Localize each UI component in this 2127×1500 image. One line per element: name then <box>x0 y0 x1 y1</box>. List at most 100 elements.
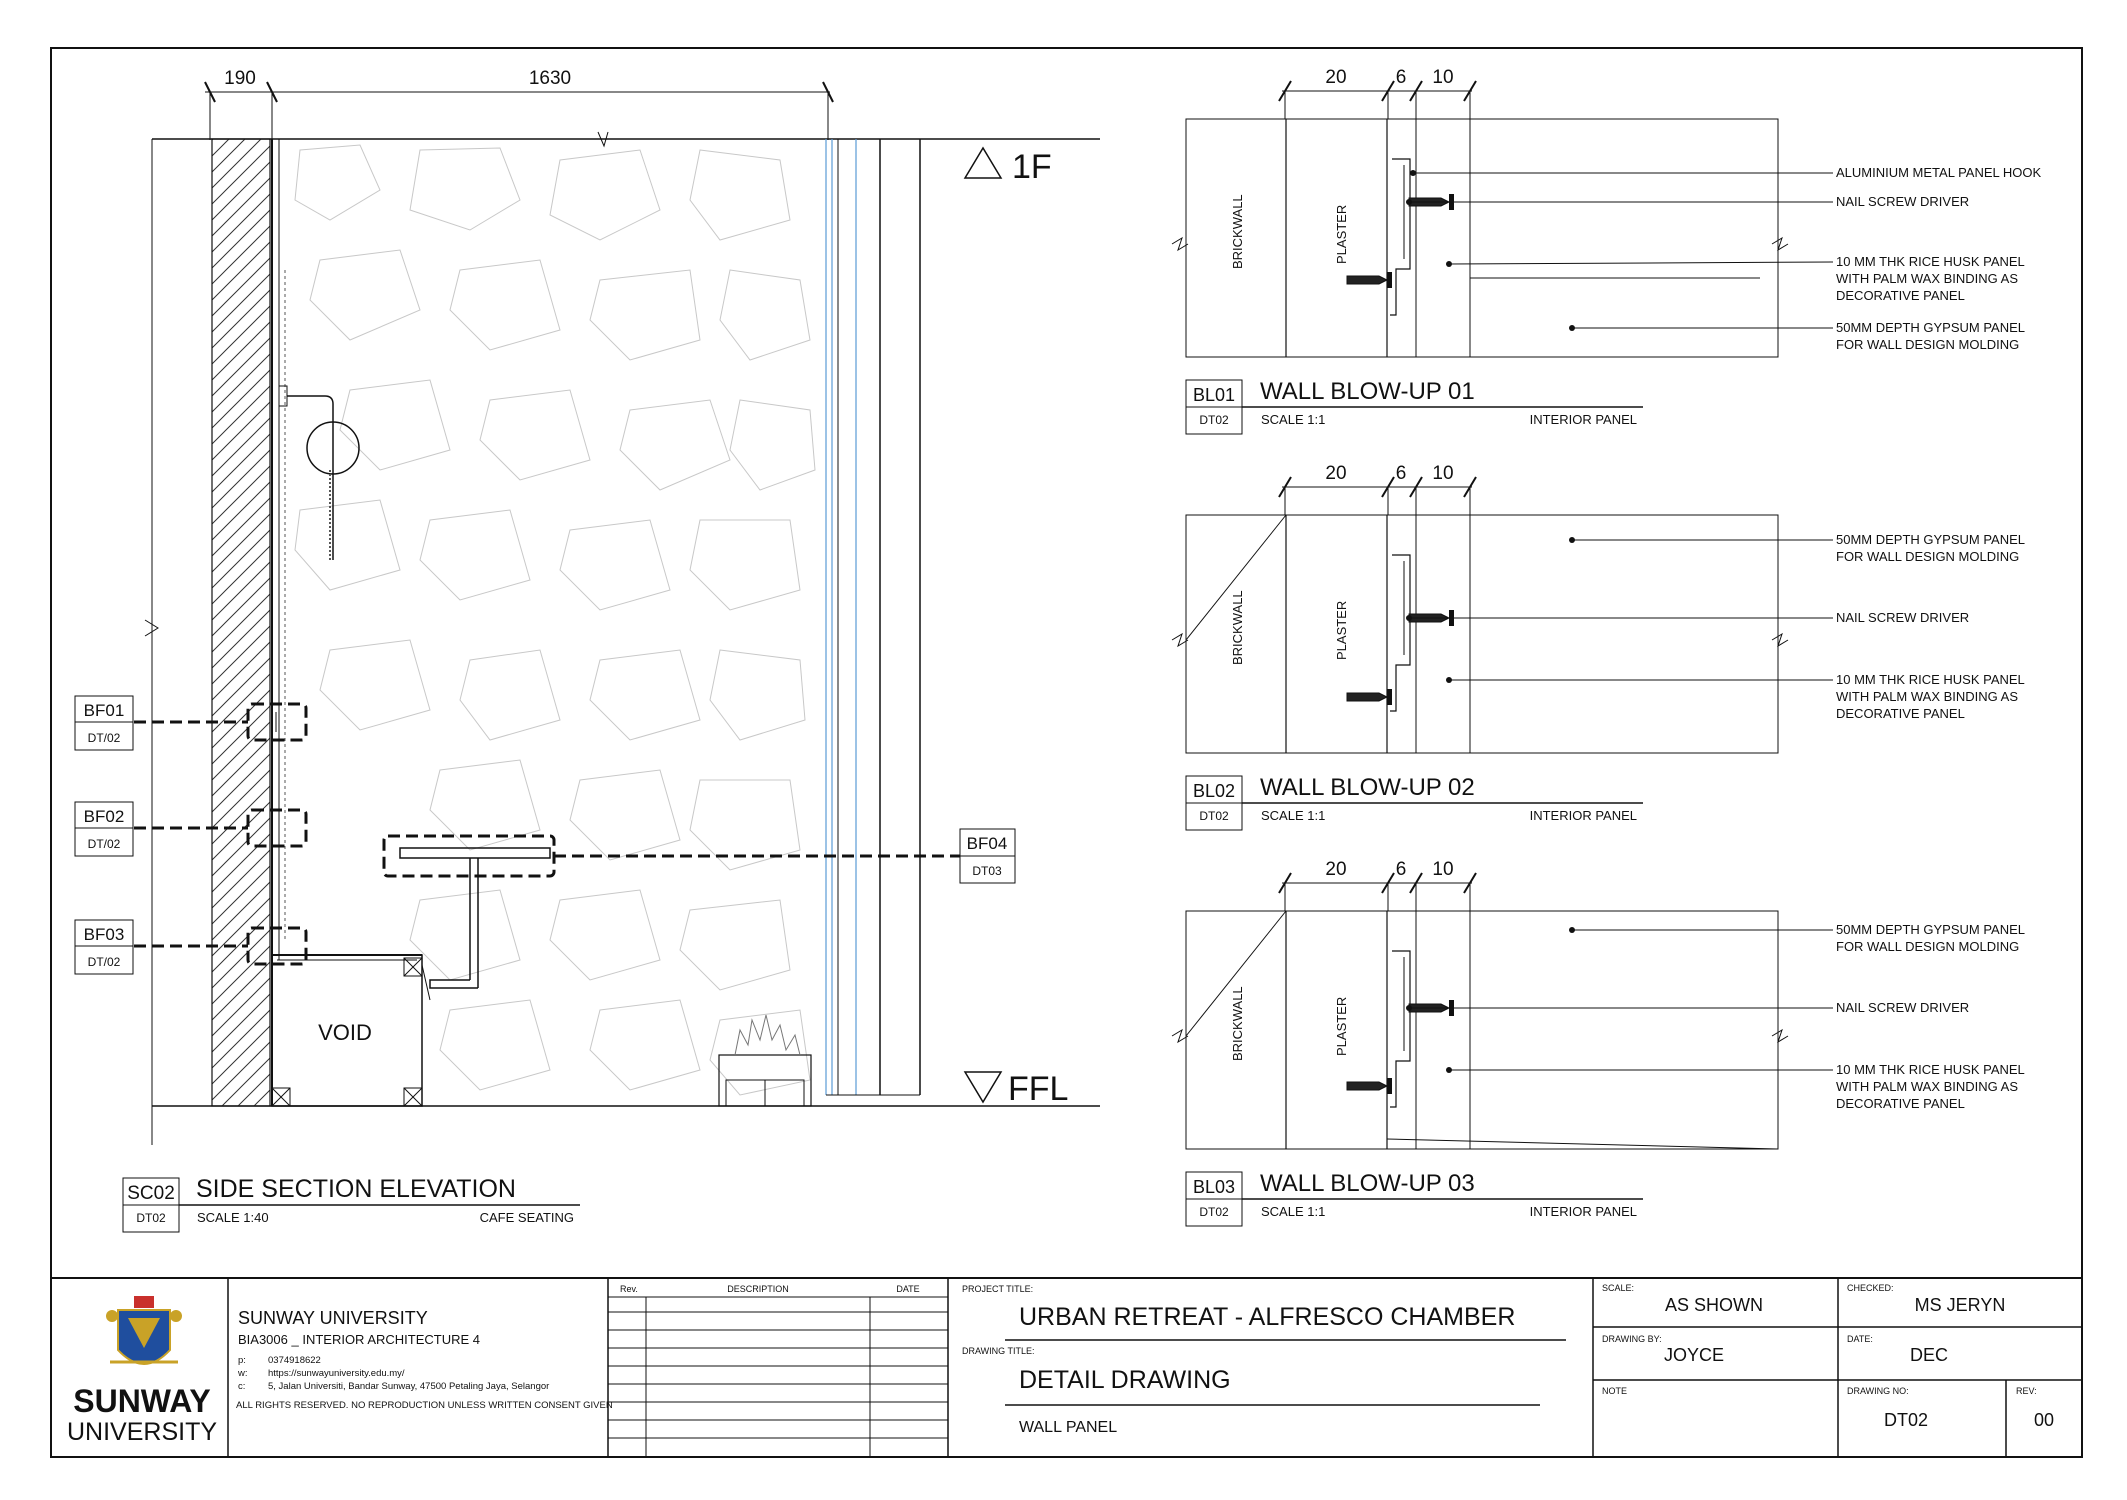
revision-table: Rev. DESCRIPTION DATE <box>608 1284 948 1457</box>
blowup-scale: SCALE 1:1 <box>1261 808 1325 823</box>
callout-bf03-ref: DT/02 <box>88 955 121 969</box>
callout-bf01-ref: DT/02 <box>88 731 121 745</box>
checked-label: CHECKED: <box>1847 1283 1894 1293</box>
callout-bf03-code: BF03 <box>84 925 125 944</box>
callout-bf03: BF03 DT/02 <box>74 919 308 975</box>
callout-bf04-code: BF04 <box>967 834 1008 853</box>
drawing-subtitle: WALL PANEL <box>1019 1419 1117 1436</box>
break-mark <box>1171 632 1189 648</box>
callout-bf04-ref: DT03 <box>972 864 1002 878</box>
blowup-code: BL02 <box>1193 781 1235 801</box>
level-1f: 1F <box>963 146 1052 186</box>
label-plaster: PLASTER <box>1334 205 1349 264</box>
label-brickwall: BRICKWALL <box>1230 590 1245 665</box>
panel-hook <box>1390 554 1411 712</box>
level-ffl-label: FFL <box>1008 1070 1068 1108</box>
floor-slope <box>1386 1138 1779 1150</box>
blowup-frame <box>1185 118 1779 358</box>
blowup-scale: SCALE 1:1 <box>1261 1204 1325 1219</box>
note-text: 50MM DEPTH GYPSUM PANEL <box>1836 922 2025 937</box>
blowup-sheet: DT02 <box>1199 809 1229 823</box>
blowup-context: INTERIOR PANEL <box>1530 808 1637 823</box>
project-title: URBAN RETREAT - ALFRESCO CHAMBER <box>1019 1303 1515 1331</box>
panel-hook <box>1390 158 1411 316</box>
contact-web: https://sunwayuniversity.edu.my/ <box>268 1368 405 1379</box>
blowup-frame <box>1185 514 1779 754</box>
note-text: NAIL SCREW DRIVER <box>1836 194 1969 209</box>
note-label: NOTE <box>1602 1386 1627 1396</box>
rev-label: REV: <box>2016 1386 2037 1396</box>
blowup-dim-6: 6 <box>1396 463 1407 484</box>
note-text: NAIL SCREW DRIVER <box>1836 1000 1969 1015</box>
blowup-dim-6: 6 <box>1396 67 1407 88</box>
note-text: ALUMINIUM METAL PANEL HOOK <box>1836 165 2041 180</box>
cafe-table <box>399 847 551 989</box>
blowup-title: WALL BLOW-UP 02 <box>1260 774 1475 801</box>
contact-phone-key: p: <box>238 1355 246 1366</box>
note-text: FOR WALL DESIGN MOLDING <box>1836 549 2019 564</box>
callout-bf01: BF01 DT/02 <box>74 695 308 751</box>
dimension-top: 190 1630 <box>204 68 834 140</box>
rev-value: 00 <box>2034 1410 2054 1430</box>
callout-bf02: BF02 DT/02 <box>74 801 308 857</box>
break-mark <box>1171 236 1189 252</box>
stone-wall-pattern <box>294 144 816 1096</box>
break-mark <box>1771 236 1789 252</box>
rights-notice: ALL RIGHTS RESERVED. NO REPRODUCTION UNL… <box>236 1400 613 1411</box>
drawing-no-label: DRAWING NO: <box>1847 1386 1909 1396</box>
side-section-elevation: 190 1630 <box>74 68 1100 1233</box>
rev-header-date: DATE <box>896 1284 919 1294</box>
note-text: DECORATIVE PANEL <box>1836 288 1965 303</box>
blowup-dim-10: 10 <box>1432 67 1453 88</box>
callout-bf02-ref: DT/02 <box>88 837 121 851</box>
drawing-title-label: DRAWING TITLE: <box>962 1346 1035 1356</box>
blowup-context: INTERIOR PANEL <box>1530 1204 1637 1219</box>
course-code: BIA3006 _ INTERIOR ARCHITECTURE 4 <box>238 1332 480 1347</box>
contact-address-key: c: <box>238 1381 245 1392</box>
note-text: FOR WALL DESIGN MOLDING <box>1836 939 2019 954</box>
date-value: DEC <box>1910 1345 1948 1365</box>
section-scale: SCALE 1:40 <box>197 1210 269 1225</box>
note-text: 10 MM THK RICE HUSK PANEL <box>1836 672 2025 687</box>
section-context: CAFE SEATING <box>480 1210 574 1225</box>
break-mark <box>1771 1028 1789 1044</box>
screw-head-icon <box>1387 689 1392 705</box>
section-title-block: SC02 DT02 SIDE SECTION ELEVATION SCALE 1… <box>122 1175 580 1233</box>
note-text: 50MM DEPTH GYPSUM PANEL <box>1836 320 2025 335</box>
void-label: VOID <box>318 1020 372 1045</box>
callout-bf01-code: BF01 <box>84 701 125 720</box>
brick-wall-hatch <box>211 138 271 1107</box>
drawing-no-value: DT02 <box>1884 1410 1928 1430</box>
level-1f-label: 1F <box>1012 148 1052 186</box>
dim-left-wall: 190 <box>224 68 256 89</box>
note-text: WITH PALM WAX BINDING AS <box>1836 1079 2018 1094</box>
brick-diagonal <box>1185 910 1287 1037</box>
sheet-border <box>50 47 2083 1458</box>
blowup-title: WALL BLOW-UP 03 <box>1260 1170 1475 1197</box>
callout-bf02-code: BF02 <box>84 807 125 826</box>
blowup-dim-10: 10 <box>1432 463 1453 484</box>
planter <box>718 1014 812 1107</box>
note-text: WITH PALM WAX BINDING AS <box>1836 689 2018 704</box>
leader-line <box>1448 261 1834 265</box>
logo-text-university: UNIVERSITY <box>67 1418 217 1446</box>
blowup-frame <box>1185 910 1779 1150</box>
wall-lamp <box>278 385 360 560</box>
section-title: SIDE SECTION ELEVATION <box>196 1175 516 1203</box>
blowup-code: BL01 <box>1193 385 1235 405</box>
note-text: 10 MM THK RICE HUSK PANEL <box>1836 1062 2025 1077</box>
scale-label: SCALE: <box>1602 1283 1634 1293</box>
blowup-dim-20: 20 <box>1325 859 1346 880</box>
scale-value: AS SHOWN <box>1665 1295 1763 1315</box>
label-plaster: PLASTER <box>1334 601 1349 660</box>
level-ffl: FFL <box>963 1070 1068 1108</box>
label-brickwall: BRICKWALL <box>1230 986 1245 1061</box>
screw-head-icon <box>1387 1078 1392 1094</box>
blowup-scale: SCALE 1:1 <box>1261 412 1325 427</box>
screw-icon <box>1346 1081 1389 1091</box>
dim-main-span: 1630 <box>529 68 571 89</box>
project-title-label: PROJECT TITLE: <box>962 1284 1033 1294</box>
contact-address: 5, Jalan Universiti, Bandar Sunway, 4750… <box>268 1381 549 1392</box>
